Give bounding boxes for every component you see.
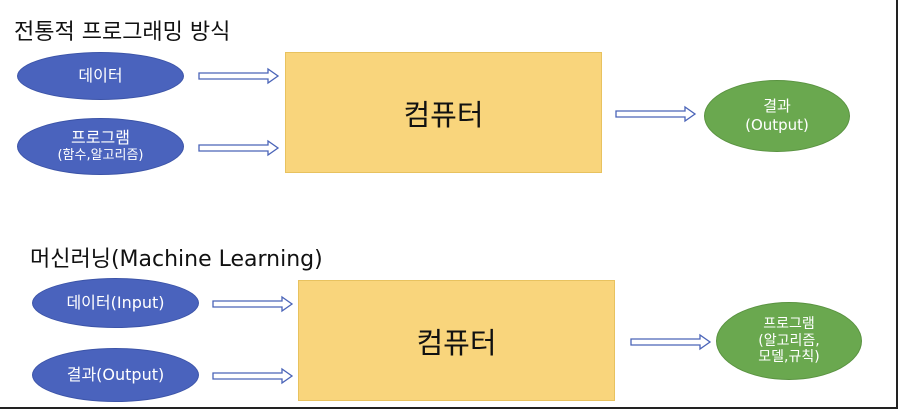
- traditional-result-label: 결과: [763, 97, 791, 116]
- ml-program-sublabel-1: (알고리즘,: [758, 332, 820, 349]
- traditional-program-ellipse: 프로그램 (함수,알고리즘): [17, 118, 184, 175]
- traditional-computer-label: 컴퓨터: [403, 97, 484, 132]
- ml-program-sublabel-2: 모델,규칙): [758, 349, 820, 366]
- ml-result-ellipse: 결과(Output): [32, 348, 199, 402]
- ml-program-label: 프로그램: [763, 315, 815, 332]
- traditional-data-label: 데이터: [78, 66, 123, 85]
- traditional-result-ellipse: 결과 (Output): [704, 80, 850, 152]
- traditional-program-label: 프로그램: [71, 128, 130, 148]
- traditional-program-sublabel: (함수,알고리즘): [57, 148, 144, 164]
- traditional-data-arrow: [198, 67, 280, 85]
- traditional-data-ellipse: 데이터: [17, 52, 184, 100]
- ml-computer-label: 컴퓨터: [416, 325, 497, 360]
- ml-data-arrow: [212, 295, 294, 313]
- traditional-computer-box: 컴퓨터: [285, 52, 602, 173]
- ml-result-label: 결과(Output): [66, 365, 165, 384]
- traditional-program-arrow: [198, 139, 280, 157]
- ml-data-label: 데이터(Input): [66, 293, 165, 312]
- ml-data-ellipse: 데이터(Input): [32, 278, 199, 328]
- ml-program-arrow: [630, 333, 712, 351]
- traditional-result-arrow: [615, 105, 697, 123]
- ml-computer-box: 컴퓨터: [298, 280, 615, 401]
- ml-result-arrow: [212, 367, 294, 385]
- traditional-title: 전통적 프로그래밍 방식: [14, 20, 231, 45]
- ml-program-ellipse: 프로그램 (알고리즘, 모델,규칙): [716, 302, 862, 380]
- traditional-result-sublabel: (Output): [745, 116, 809, 134]
- ml-title: 머신러닝(Machine Learning): [30, 247, 323, 272]
